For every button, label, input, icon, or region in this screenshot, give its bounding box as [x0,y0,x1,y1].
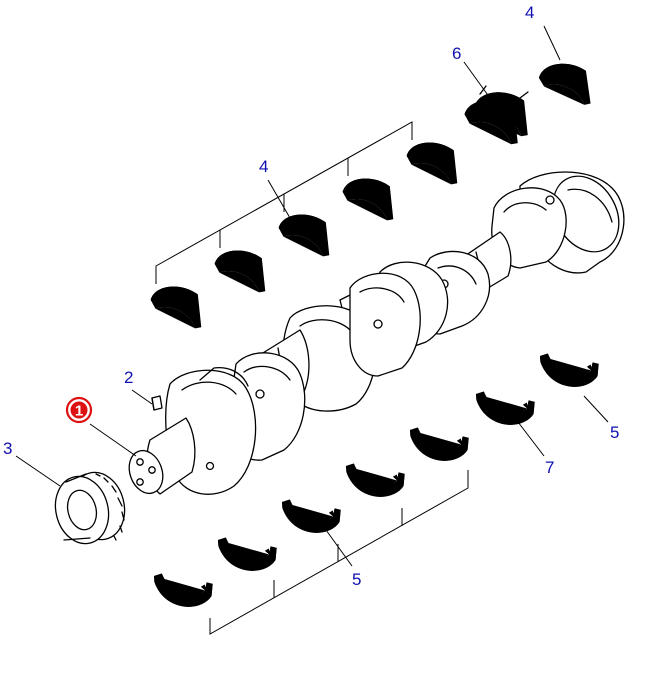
crankshaft [128,171,625,495]
callout-4-middle: 4 [259,157,268,176]
callout-1: 1 [75,403,83,420]
crankshaft-gear [54,471,126,545]
main-bearing-shell-top-right [536,61,595,106]
crankshaft-key [151,395,163,411]
callout-3: 3 [3,439,12,458]
bracket-upper-shells [155,121,413,284]
callout-5-bottom: 5 [352,570,361,589]
leader-lines [15,25,609,567]
callout-1-highlight: 1 [65,396,93,424]
thrust-bearing-lower [475,387,537,428]
callout-7: 7 [545,458,554,477]
callout-5-right: 5 [610,423,619,442]
thrust-bearing-flanged [461,85,534,146]
callout-4-top: 4 [525,3,534,22]
connecting-rod-bearing-right [539,349,601,390]
callout-6: 6 [452,44,461,63]
callout-2: 2 [124,368,133,387]
